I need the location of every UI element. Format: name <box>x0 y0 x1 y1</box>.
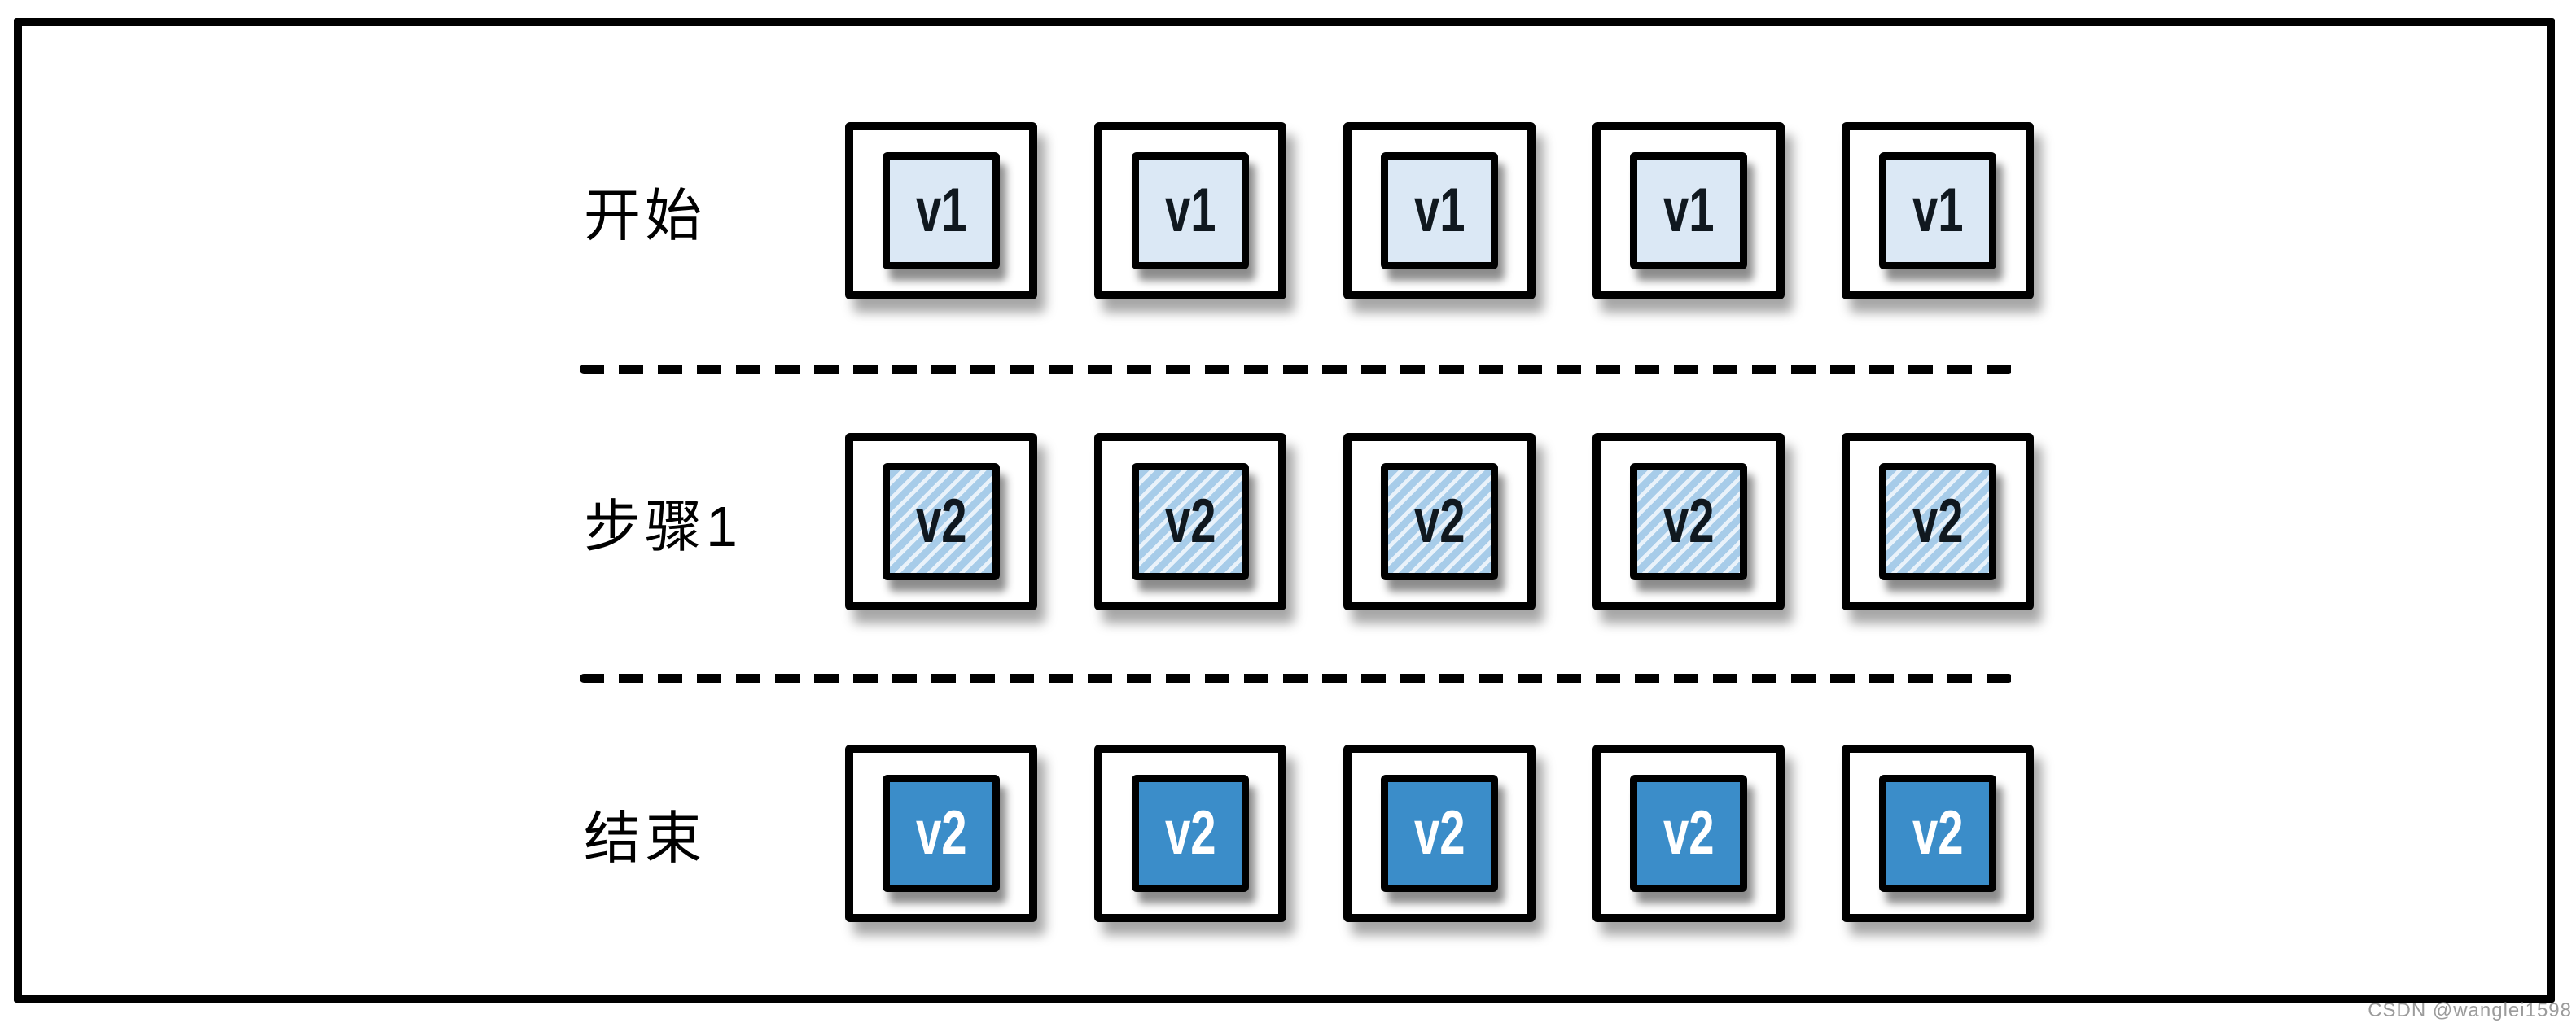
version-label: v1 <box>1912 176 1964 245</box>
row-end-label: 结束 <box>584 806 706 870</box>
container-v2: v2 <box>1132 775 1249 892</box>
version-label: v2 <box>1663 487 1715 556</box>
version-label: v2 <box>1413 798 1465 868</box>
pod-box: v2 <box>1592 433 1785 610</box>
row-step1: 步骤1 v2 v2 v2 v2 v2 <box>22 433 2547 610</box>
version-label: v2 <box>915 798 967 868</box>
version-label: v1 <box>1413 176 1465 245</box>
pod-box: v2 <box>1842 745 2034 922</box>
container-v2-updating: v2 <box>1630 463 1747 580</box>
dashed-separator-1 <box>580 365 2013 374</box>
container-v2-updating: v2 <box>1879 463 1996 580</box>
container-v1: v1 <box>1630 152 1747 269</box>
watermark-text: CSDN @wanglei1598 <box>2368 999 2572 1021</box>
pod-box: v2 <box>845 745 1037 922</box>
row-start-boxes: v1 v1 v1 v1 v1 <box>845 122 2034 299</box>
pod-box: v2 <box>1094 745 1286 922</box>
version-label: v2 <box>1912 487 1964 556</box>
pod-box: v2 <box>1094 433 1286 610</box>
version-label: v2 <box>915 487 967 556</box>
row-start-label: 开始 <box>584 183 706 247</box>
container-v1: v1 <box>1879 152 1996 269</box>
pod-box: v2 <box>1343 745 1536 922</box>
pod-box: v1 <box>1842 122 2034 299</box>
container-v2: v2 <box>1630 775 1747 892</box>
row-end-boxes: v2 v2 v2 v2 v2 <box>845 745 2034 922</box>
pod-box: v1 <box>1343 122 1536 299</box>
container-v1: v1 <box>1132 152 1249 269</box>
diagram-frame: 开始 v1 v1 v1 v1 v1 步骤1 v2 v2 v2 v2 v2 <box>14 18 2555 1003</box>
container-v2-updating: v2 <box>1132 463 1249 580</box>
version-label: v1 <box>1164 176 1216 245</box>
pod-box: v2 <box>1343 433 1536 610</box>
container-v2: v2 <box>1879 775 1996 892</box>
version-label: v2 <box>1413 487 1465 556</box>
version-label: v2 <box>1912 798 1964 868</box>
pod-box: v1 <box>845 122 1037 299</box>
row-start: 开始 v1 v1 v1 v1 v1 <box>22 122 2547 299</box>
container-v2: v2 <box>1381 775 1498 892</box>
row-step1-label: 步骤1 <box>584 494 742 558</box>
version-label: v2 <box>1164 487 1216 556</box>
container-v2-updating: v2 <box>1381 463 1498 580</box>
pod-box: v2 <box>1592 745 1785 922</box>
pod-box: v1 <box>1592 122 1785 299</box>
version-label: v2 <box>1663 798 1715 868</box>
version-label: v1 <box>1663 176 1715 245</box>
pod-box: v2 <box>1842 433 2034 610</box>
row-step1-boxes: v2 v2 v2 v2 v2 <box>845 433 2034 610</box>
container-v2: v2 <box>883 775 1000 892</box>
dashed-separator-2 <box>580 674 2013 683</box>
version-label: v1 <box>915 176 967 245</box>
container-v1: v1 <box>1381 152 1498 269</box>
version-label: v2 <box>1164 798 1216 868</box>
container-v2-updating: v2 <box>883 463 1000 580</box>
pod-box: v1 <box>1094 122 1286 299</box>
container-v1: v1 <box>883 152 1000 269</box>
row-end: 结束 v2 v2 v2 v2 v2 <box>22 745 2547 922</box>
pod-box: v2 <box>845 433 1037 610</box>
